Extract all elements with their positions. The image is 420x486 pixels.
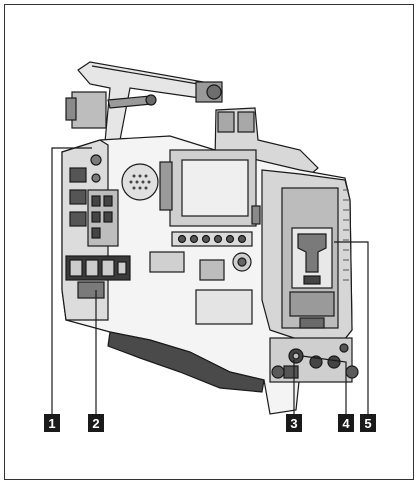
callout-3-label: 3 [290,416,297,431]
lcd-screen [182,160,248,216]
handle-front-mount [72,92,106,128]
callout-1-label: 1 [48,416,55,431]
callout-2: 2 [88,414,104,432]
callout-2-label: 2 [92,416,99,431]
speaker-grille [122,164,158,200]
switch-panel [88,190,118,246]
callout-5-label: 5 [364,416,371,431]
button-row [172,232,252,246]
callout-5: 5 [360,414,376,432]
battery-mount [292,228,332,288]
callout-4: 4 [338,414,354,432]
camcorder-drawing [62,62,358,414]
callout-1: 1 [44,414,60,432]
callout-3: 3 [286,414,302,432]
callout-4-label: 4 [342,416,350,431]
